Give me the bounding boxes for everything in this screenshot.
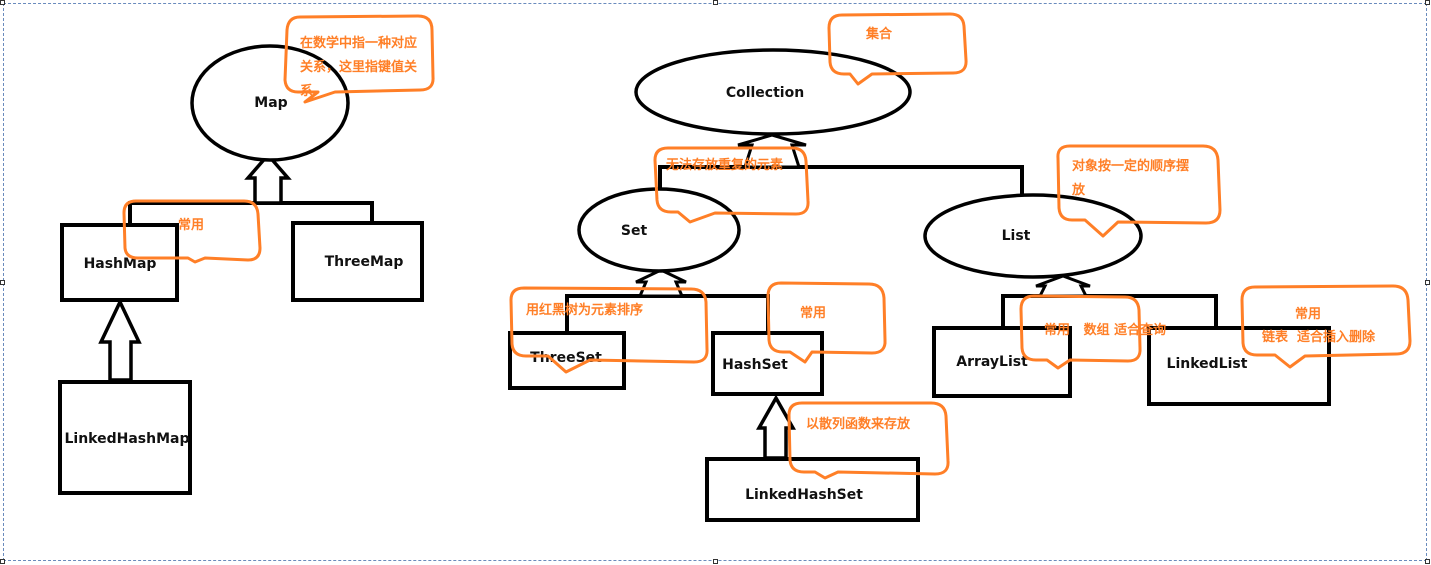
node-map[interactable] [190, 44, 350, 162]
node-hashset-label: HashSet [722, 357, 788, 373]
node-threeset[interactable] [508, 331, 626, 390]
inherit-arrow-collection [737, 133, 807, 169]
resize-handle-top[interactable] [713, 0, 718, 5]
note-linkedlist-line2: 链表 适合插入删除 [1261, 329, 1376, 345]
node-linkedhashmap[interactable] [58, 380, 192, 495]
inherit-arrow-map [244, 152, 292, 205]
node-arraylist-label: ArrayList [956, 354, 1028, 370]
note-hashset-bubble [766, 281, 887, 364]
note-collection-text: 集合 [865, 26, 893, 42]
node-linkedlist-label: LinkedList [1167, 356, 1248, 372]
node-linkedhashset[interactable] [705, 457, 920, 522]
node-map-label: Map [254, 95, 287, 111]
note-map-bubble [283, 14, 435, 104]
node-set[interactable] [577, 187, 741, 273]
note-linkedlist-bubble [1240, 284, 1412, 369]
node-linkedlist[interactable] [1147, 326, 1331, 406]
inherit-arrow-set [635, 268, 687, 298]
note-set-bubble [653, 146, 810, 224]
note-list-line1: 对象按一定的顺序摆 [1072, 158, 1189, 174]
node-collection[interactable] [634, 48, 912, 136]
note-map-line3: 系 [300, 83, 313, 99]
note-map-line2: 关系，这里指键值关 [300, 59, 417, 75]
node-linkedhashset-label: LinkedHashSet [745, 487, 863, 503]
node-set-label: Set [621, 223, 648, 239]
note-linkedhashset-text: 以散列函数来存放 [806, 416, 911, 432]
inherit-arrow-hashmap [98, 297, 142, 382]
note-hashset-text: 常用 [800, 305, 826, 321]
note-linkedhashset-bubble [787, 401, 950, 480]
note-collection-bubble [827, 12, 968, 86]
node-threemap-label: ThreeMap [325, 254, 404, 270]
note-linkedlist-line1: 常用 [1295, 306, 1321, 322]
node-hashmap-label: HashMap [84, 256, 157, 272]
map-tree-connectors [128, 201, 374, 224]
note-arraylist-bubble [1019, 294, 1142, 370]
node-threeset-label: ThreeSet [530, 350, 602, 366]
resize-handle-bottom-right[interactable] [1425, 559, 1430, 564]
node-list[interactable] [923, 193, 1143, 279]
resize-handle-right[interactable] [1425, 280, 1430, 285]
resize-handle-top-left[interactable] [0, 0, 5, 5]
note-threeset-text: 用红黑树为元素排序 [525, 302, 643, 318]
note-arraylist-text: 常用 数组 适合查询 [1044, 322, 1166, 338]
note-threeset-bubble [509, 286, 709, 374]
node-linkedhashmap-label: LinkedHashMap [64, 431, 189, 447]
node-collection-label: Collection [726, 85, 804, 101]
note-list-bubble [1056, 144, 1222, 238]
node-hashmap[interactable] [60, 223, 179, 302]
resize-handle-left[interactable] [0, 280, 5, 285]
note-hashmap-text: 常用 [178, 217, 204, 233]
inherit-arrow-list [1035, 274, 1091, 298]
note-set-text: 无法存放重复的元素 [665, 157, 783, 173]
inherit-arrow-hashset [755, 394, 797, 460]
resize-handle-bottom-left[interactable] [0, 559, 5, 564]
resize-handle-bottom[interactable] [713, 559, 718, 564]
node-hashset[interactable] [711, 331, 824, 396]
node-list-label: List [1002, 228, 1031, 244]
node-threemap[interactable] [291, 221, 424, 302]
note-map-line1: 在数学中指一种对应 [300, 35, 417, 51]
note-list-line2: 放 [1071, 182, 1086, 198]
note-hashmap-bubble [122, 199, 262, 264]
resize-handle-top-right[interactable] [1425, 0, 1430, 5]
